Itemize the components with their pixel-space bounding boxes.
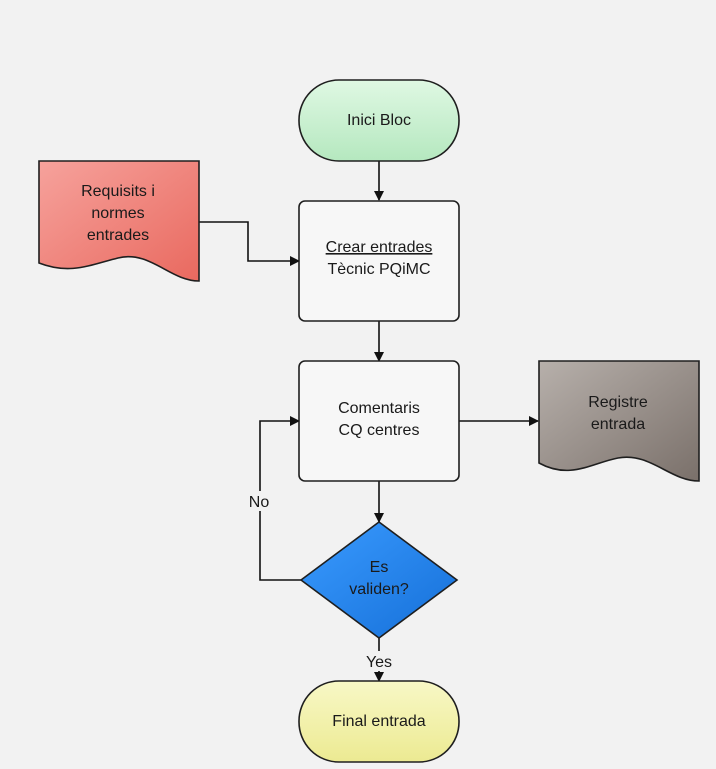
create-entries-subtitle: Tècnic PQiMC: [327, 261, 430, 278]
create-entries-title: Crear entrades: [326, 239, 433, 256]
register-document: Registre entrada: [538, 360, 700, 482]
end-node: Final entrada: [298, 680, 460, 763]
comments-line-1: Comentaris: [338, 400, 420, 417]
requirements-line-1: Requisits i: [81, 183, 155, 200]
end-node-label: Final entrada: [332, 713, 425, 730]
requirements-document: Requisits i normes entrades: [38, 160, 200, 282]
comments-line-2: CQ centres: [339, 422, 420, 439]
decision-line-2: validen?: [349, 581, 409, 598]
register-line-2: entrada: [591, 416, 645, 433]
requirements-line-2: normes: [91, 205, 144, 222]
start-node-label: Inici Bloc: [347, 112, 411, 129]
register-line-1: Registre: [588, 394, 648, 411]
start-node: Inici Bloc: [298, 79, 460, 162]
validation-decision: Es validen?: [299, 521, 459, 639]
no-edge-label: No: [249, 494, 270, 511]
create-entries-process: Crear entrades Tècnic PQiMC: [298, 200, 460, 322]
no-label-bg: [245, 491, 273, 511]
comments-process: Comentaris CQ centres: [298, 360, 460, 482]
decision-line-1: Es: [370, 559, 389, 576]
requirements-line-3: entrades: [87, 227, 149, 244]
yes-edge-label: Yes: [366, 654, 392, 671]
yes-label-bg: [362, 651, 396, 671]
edge-requirements-to-create: [199, 221, 300, 266]
